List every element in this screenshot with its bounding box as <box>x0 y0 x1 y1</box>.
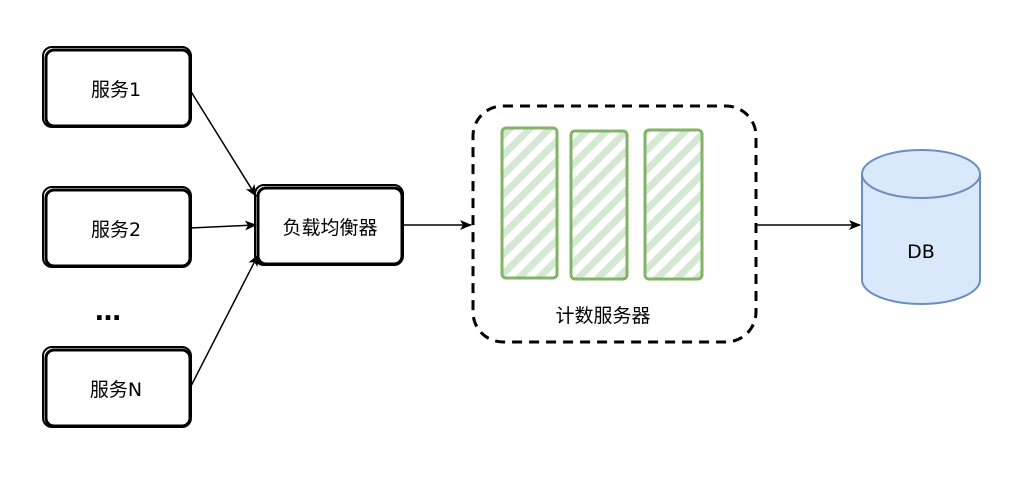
counter-instance-1 <box>500 126 559 280</box>
counter-instance-3 <box>643 128 704 281</box>
database-label: DB <box>907 241 935 263</box>
arrow-service1-to-lb <box>189 89 257 197</box>
arrow-servicen-to-lb <box>189 254 259 389</box>
load-balancer-node[interactable]: 负载均衡器 <box>254 184 404 266</box>
database-node[interactable]: DB <box>861 149 981 305</box>
counter-group-label: 计数服务器 <box>555 305 650 327</box>
service-node-2[interactable]: 服务2 <box>42 186 192 268</box>
service-label: 服务N <box>90 379 142 401</box>
service-node-n[interactable]: 服务N <box>42 346 192 428</box>
counter-server-group[interactable]: 计数服务器 <box>471 104 758 344</box>
service-label: 服务2 <box>91 219 141 241</box>
arrow-service2-to-lb <box>189 220 257 231</box>
service-node-1[interactable]: 服务1 <box>42 46 192 128</box>
ellipsis-text: … <box>95 297 121 327</box>
load-balancer-label: 负载均衡器 <box>282 217 377 239</box>
service-label: 服务1 <box>91 79 141 101</box>
counter-instance-2 <box>569 129 629 281</box>
